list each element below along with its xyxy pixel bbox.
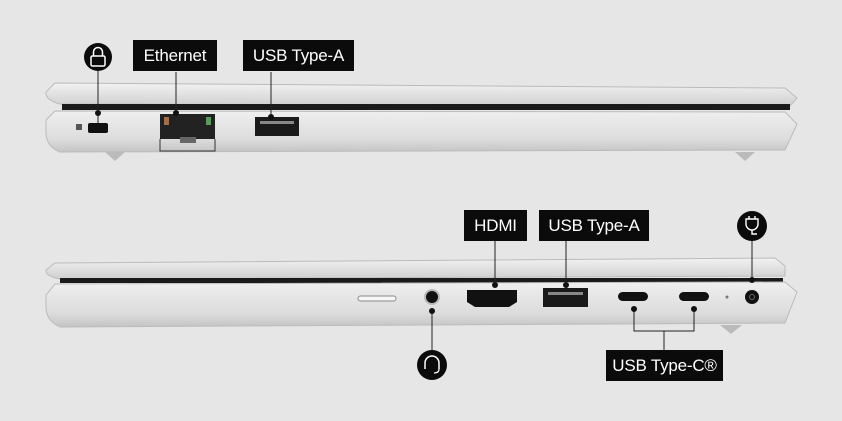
usb-c-port-2 <box>679 292 709 301</box>
foot <box>735 152 755 161</box>
label-hdmi: HDMI <box>464 210 527 241</box>
label-usb-a-right: USB Type-A <box>539 210 649 241</box>
laptop-right-side <box>45 211 798 380</box>
label-usb-c: USB Type-C® <box>606 350 723 381</box>
usb-a-port-left <box>255 117 299 136</box>
audio-jack <box>424 289 440 305</box>
foot <box>105 152 125 161</box>
label-usb-a-left: USB Type-A <box>243 40 354 71</box>
label-ethernet: Ethernet <box>133 40 217 71</box>
headset-icon <box>417 350 447 380</box>
lock-icon <box>84 43 112 71</box>
usb-a-port-right <box>543 288 588 307</box>
security-lock-slot <box>88 123 108 133</box>
power-plug-icon <box>737 211 767 241</box>
power-jack <box>745 290 759 304</box>
usb-c-port-1 <box>618 292 648 301</box>
laptop-left-side <box>45 43 798 161</box>
hdmi-port <box>467 290 517 307</box>
card-slot <box>357 295 397 302</box>
ethernet-port <box>159 114 216 152</box>
foot <box>720 325 742 334</box>
